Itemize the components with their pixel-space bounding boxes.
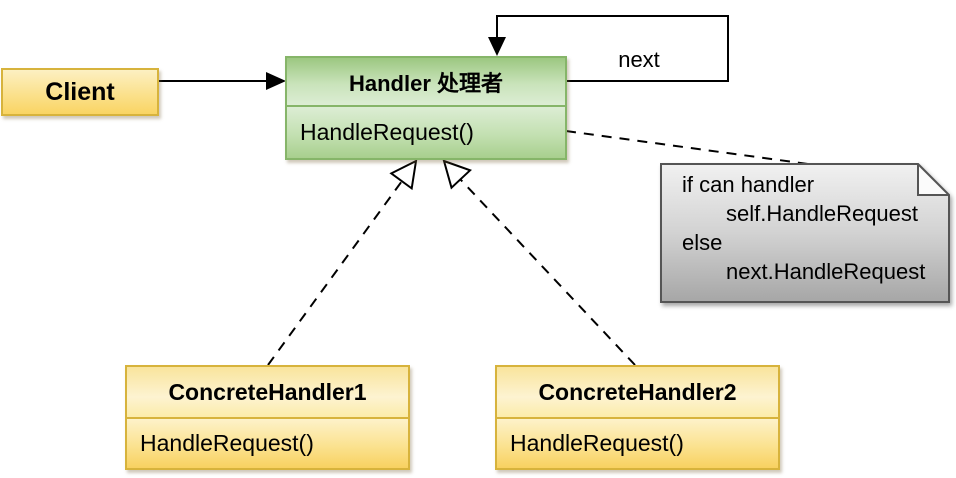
generalization-dashed-line	[267, 180, 403, 366]
class-title: Client	[45, 77, 115, 106]
filled-arrowhead-icon	[488, 37, 506, 56]
generalization-dashed-line	[459, 178, 636, 366]
self-loop-line	[496, 15, 729, 82]
class-method: HandleRequest()	[287, 107, 565, 158]
concrete-handler1-class-box: ConcreteHandler1 HandleRequest()	[125, 365, 410, 470]
concrete-handler2-class-box: ConcreteHandler2 HandleRequest()	[495, 365, 780, 470]
note-body	[660, 163, 950, 303]
note-line: self.HandleRequest	[726, 201, 919, 226]
class-method: HandleRequest()	[497, 419, 778, 468]
note-fold-icon	[917, 163, 950, 196]
note-line: next.HandleRequest	[726, 259, 926, 284]
hollow-triangle-arrowhead-icon	[389, 159, 418, 191]
hollow-triangle-arrowhead-icon	[442, 159, 472, 190]
self-association-next-loop	[488, 15, 729, 82]
note-link-dashed-line	[565, 130, 809, 165]
class-title: ConcreteHandler2	[497, 367, 778, 419]
note-box: if can handler self.HandleRequest else n…	[660, 163, 950, 303]
generalization-concrete1-to-handler	[267, 159, 418, 366]
handler-class-box: Handler 处理者 HandleRequest()	[285, 56, 567, 160]
note-shape	[660, 163, 950, 303]
client-class-box: Client	[1, 68, 159, 116]
association-client-to-handler	[159, 72, 286, 90]
class-title: Handler 处理者	[287, 58, 565, 107]
note-line: if can handler	[682, 172, 815, 197]
next-association-label: next	[618, 47, 660, 72]
class-method: HandleRequest()	[127, 419, 408, 468]
class-title: ConcreteHandler1	[127, 367, 408, 419]
generalization-concrete2-to-handler	[442, 159, 636, 366]
filled-arrowhead-icon	[266, 72, 286, 90]
note-text: if can handler self.HandleRequest else n…	[682, 170, 925, 286]
note-line: else	[682, 230, 723, 255]
